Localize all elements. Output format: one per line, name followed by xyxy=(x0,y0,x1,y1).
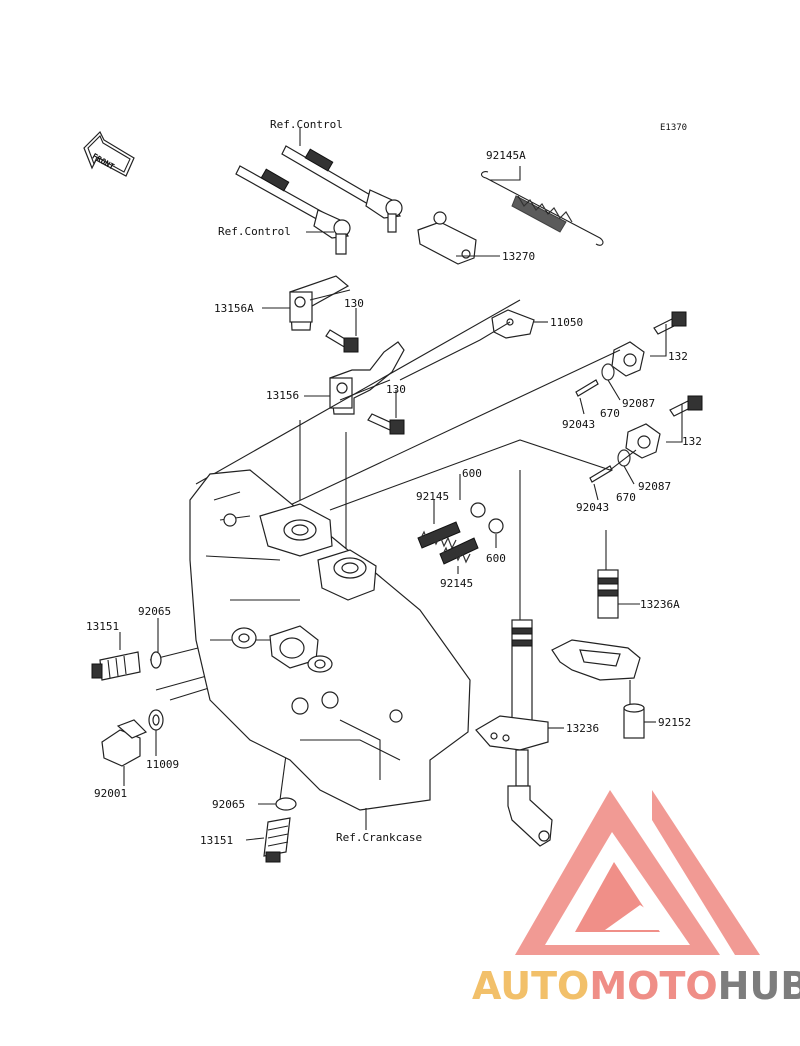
label-132-lower: 132 xyxy=(682,435,702,448)
label-92043-lower: 92043 xyxy=(576,501,610,514)
watermark-text: AUTOMOTOHUB xyxy=(472,964,800,1008)
bracket-11050 xyxy=(491,309,535,339)
diagram-code: E1370 xyxy=(660,123,688,133)
watermark-moto: MOTO xyxy=(589,964,718,1008)
label-92145-lower: 92145 xyxy=(440,577,474,590)
pin-92043-upper xyxy=(575,379,599,397)
watermark-auto: AUTO xyxy=(472,964,590,1008)
spring-92145A xyxy=(480,171,604,246)
ball-600-lower xyxy=(488,518,504,534)
label-11009: 11009 xyxy=(146,758,180,771)
label-92087-upper: 92087 xyxy=(622,397,656,410)
label-13270: 13270 xyxy=(502,250,536,263)
label-92087-lower: 92087 xyxy=(638,480,672,493)
watermark-logo-icon xyxy=(515,790,760,955)
shaft-13236A xyxy=(551,569,641,710)
lever-13156 xyxy=(329,341,405,415)
label-13236A: 13236A xyxy=(640,598,680,611)
label-670-upper: 670 xyxy=(600,407,620,420)
bushing-92152 xyxy=(623,703,645,739)
label-600-lower: 600 xyxy=(486,552,506,565)
label-130-lower: 130 xyxy=(386,383,406,396)
label-92001: 92001 xyxy=(94,787,128,800)
pin-92043-lower xyxy=(589,465,613,483)
label-leaders xyxy=(119,128,683,841)
bolt-132-lower xyxy=(669,395,703,417)
collar-92087-lower xyxy=(625,423,661,459)
label-ref-control-top: Ref.Control xyxy=(270,118,343,131)
washer-92065-upper xyxy=(150,651,162,669)
label-600-upper: 600 xyxy=(462,467,482,480)
label-92065-upper: 92065 xyxy=(138,605,172,618)
front-arrow-icon xyxy=(83,130,135,177)
switch-13151-upper xyxy=(91,651,141,681)
label-13236: 13236 xyxy=(566,722,600,735)
spring-92145-upper xyxy=(417,521,461,550)
spring-92145-lower xyxy=(439,537,479,565)
bolt-130-upper xyxy=(325,329,359,353)
label-13151-lower: 13151 xyxy=(200,834,234,847)
label-92043-upper: 92043 xyxy=(562,418,596,431)
lever-13156A xyxy=(289,275,350,331)
oring-670-upper xyxy=(601,363,615,381)
label-92065-lower: 92065 xyxy=(212,798,246,811)
washer-92065-lower xyxy=(275,797,297,811)
label-13156A: 13156A xyxy=(214,302,254,315)
label-92145-upper: 92145 xyxy=(416,490,450,503)
label-13156: 13156 xyxy=(266,389,300,402)
watermark-hub: HUB xyxy=(717,964,800,1008)
switch-13151-lower xyxy=(263,817,291,863)
bolt-132-upper xyxy=(653,311,687,335)
collar-92087-upper xyxy=(611,341,645,377)
label-92152: 92152 xyxy=(658,716,692,729)
bolt-130-lower xyxy=(367,413,405,435)
crankcase xyxy=(189,469,471,811)
ball-600-upper xyxy=(470,502,486,518)
label-132-upper: 132 xyxy=(668,350,688,363)
control-cables xyxy=(235,145,403,255)
oring-670-lower xyxy=(617,449,631,467)
label-670-lower: 670 xyxy=(616,491,636,504)
shaft-13236 xyxy=(475,619,553,847)
label-92145A: 92145A xyxy=(486,149,526,162)
plug-92001 xyxy=(101,719,148,767)
label-130-upper: 130 xyxy=(344,297,364,310)
label-ref-control-mid: Ref.Control xyxy=(218,225,291,238)
label-ref-crankcase: Ref.Crankcase xyxy=(336,831,423,844)
label-13151-upper: 13151 xyxy=(86,620,120,633)
label-11050: 11050 xyxy=(550,316,584,329)
